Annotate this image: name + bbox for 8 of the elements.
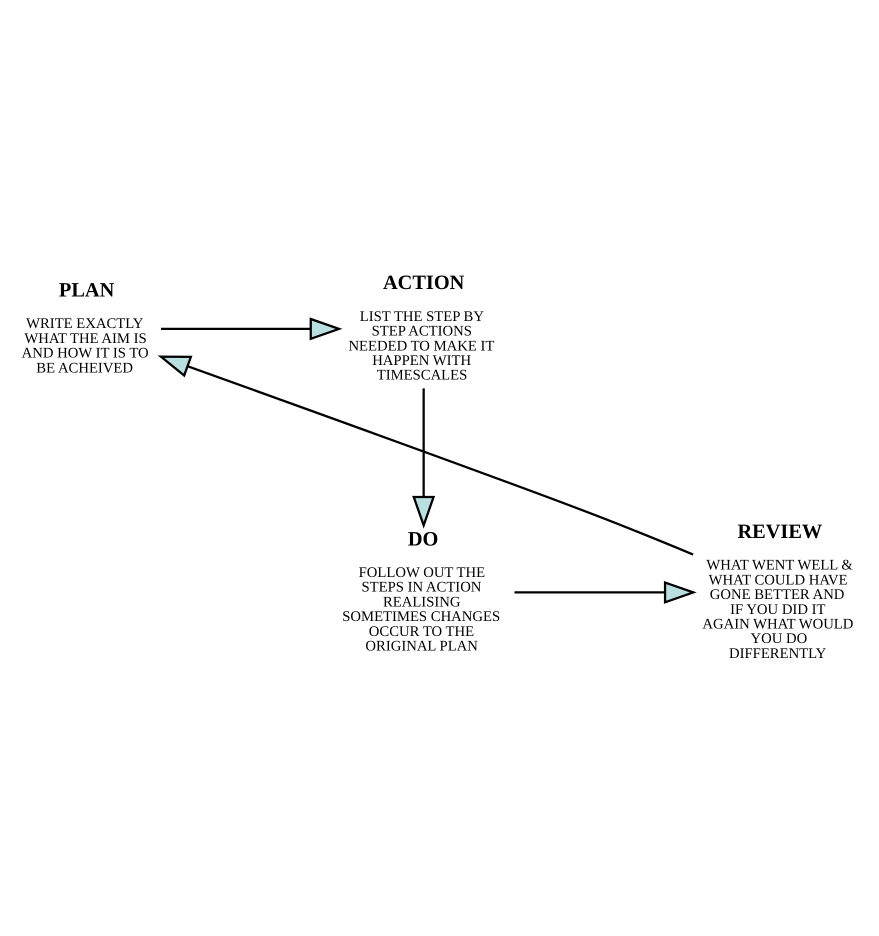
arrow xyxy=(161,317,342,340)
node-text: REVIEW WHAT WENT WELL & WHAT COULD HAVE GONE BETTER AND IF YOU DID IT AGAIN WHAT WOULD YOU DO DIFFERENTLY xyxy=(702,521,854,662)
node-text: DO FOLLOW OUT THE STEPS IN ACTION REALISING SOMETIMES CHANGES OCCUR TO THE ORIGINAL PLAN xyxy=(342,528,500,655)
arrow xyxy=(412,388,436,529)
node-text: PLAN WRITE EXACTLY WHAT THE AIM IS AND HOW IT IS TO BE ACHEIVED xyxy=(22,280,149,376)
arrow xyxy=(158,355,694,556)
node-text: ACTION LIST THE STEP BY STEP ACTIONS NEEDED TO MAKE IT HAPPEN WITH TIMESCALES xyxy=(348,272,494,384)
arrow xyxy=(514,580,697,604)
